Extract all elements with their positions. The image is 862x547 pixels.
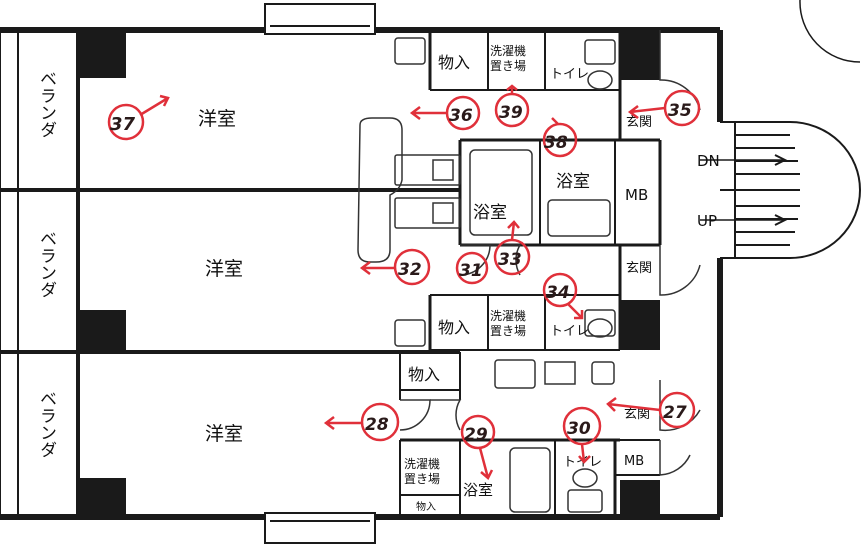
label-storage-3: 物入 [408, 365, 440, 384]
label-bath-2: 浴室 [473, 203, 507, 223]
label-mb-2: MB [624, 454, 644, 469]
svg-text:33: 33 [498, 250, 522, 270]
svg-text:39: 39 [499, 103, 523, 123]
marker-29: 29 [460, 414, 496, 480]
label-storage-2: 物入 [438, 318, 470, 337]
marker-28: 28 [323, 402, 400, 442]
marker-35: 35 [627, 89, 701, 127]
label-storage-1: 物入 [438, 53, 470, 72]
label-toilet-3: トイレ [563, 455, 602, 470]
label-entrance-3: 玄関 [624, 407, 650, 422]
svg-text:31: 31 [459, 261, 483, 281]
door-arc-fragment [799, 0, 861, 63]
marker-32: 32 [359, 248, 431, 286]
columns [78, 30, 660, 517]
label-western-room-1: 洋室 [198, 108, 236, 130]
label-laundry-3b: 置き場 [404, 472, 440, 486]
label-laundry-2a: 洗濯機 [490, 308, 526, 323]
markers: 37 36 39 38 35 32 31 33 34 28 29 30 27 [107, 84, 701, 480]
label-laundry-3a: 洗濯機 [404, 456, 440, 471]
svg-text:35: 35 [668, 101, 692, 121]
label-stairs-down: DN [697, 152, 720, 170]
label-western-room-2: 洋室 [205, 258, 243, 280]
label-veranda-1: ベランダ [36, 70, 56, 138]
svg-text:36: 36 [449, 106, 473, 126]
label-bath-1: 浴室 [556, 172, 590, 192]
marker-36: 36 [409, 95, 481, 131]
fixtures [357, 30, 701, 513]
label-laundry-1a: 洗濯機 [490, 43, 526, 58]
marker-38: 38 [542, 117, 578, 158]
marker-31: 31 [455, 251, 489, 285]
marker-39: 39 [494, 84, 530, 128]
windows [264, 3, 376, 544]
label-laundry-1b: 置き場 [490, 59, 526, 73]
marker-27: 27 [606, 391, 696, 429]
walls [0, 27, 723, 520]
label-storage-4: 物入 [416, 500, 436, 513]
marker-33: 33 [493, 220, 531, 276]
label-veranda-3: ベランダ [36, 390, 56, 458]
label-toilet-2: トイレ [550, 324, 589, 339]
svg-text:28: 28 [365, 415, 389, 435]
staircase [700, 121, 861, 259]
svg-text:38: 38 [544, 133, 568, 153]
label-bath-3: 浴室 [463, 481, 493, 499]
svg-text:29: 29 [464, 425, 488, 445]
label-mb-1: MB [625, 186, 648, 204]
label-laundry-2b: 置き場 [490, 324, 526, 338]
label-western-room-3: 洋室 [205, 423, 243, 445]
marker-37: 37 [107, 94, 170, 141]
svg-text:27: 27 [663, 403, 687, 423]
marker-30: 30 [562, 406, 602, 464]
label-toilet-1: トイレ [550, 67, 589, 82]
marker-34: 34 [542, 272, 584, 320]
svg-text:30: 30 [567, 419, 591, 439]
label-stairs-up: UP [697, 212, 717, 230]
svg-text:37: 37 [110, 114, 136, 135]
svg-text:34: 34 [546, 283, 570, 303]
svg-text:32: 32 [398, 260, 422, 280]
room-labels: ベランダ ベランダ ベランダ 洋室 洋室 洋室 物入 物入 物入 物入 洗濯機 … [36, 43, 720, 513]
label-entrance-1: 玄関 [626, 115, 652, 130]
label-entrance-2: 玄関 [626, 261, 652, 276]
label-veranda-2: ベランダ [36, 230, 56, 298]
